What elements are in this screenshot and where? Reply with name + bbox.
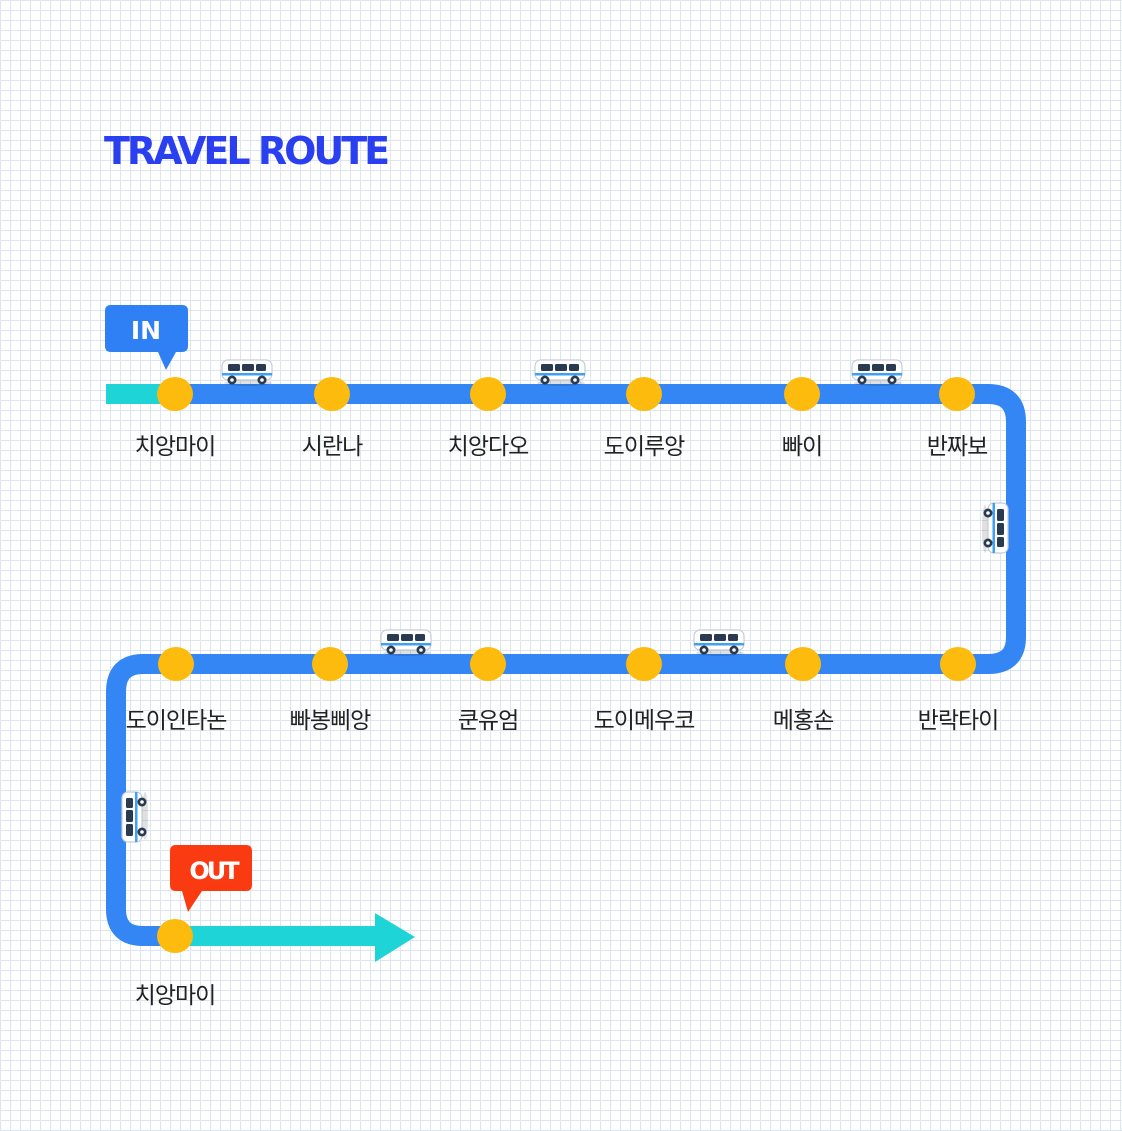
stop-label: 도이인타논 — [125, 708, 228, 734]
stop-marker — [626, 647, 662, 681]
page-title: TRAVEL ROUTE — [104, 129, 390, 173]
stop-label: 메홍손 — [772, 708, 834, 734]
van-icon — [221, 359, 273, 387]
stop-marker — [940, 647, 976, 681]
route-end-arrow — [375, 913, 415, 962]
stop-marker — [470, 377, 506, 411]
stop-label: 반락타이 — [917, 708, 1000, 734]
stop-marker — [939, 377, 975, 411]
stop-label: 도이메우코 — [593, 708, 696, 734]
in-badge: IN — [105, 305, 188, 370]
stop-label: 쿤유엄 — [457, 708, 519, 734]
stop-label: 치앙다오 — [447, 434, 530, 460]
van-icon — [121, 791, 149, 843]
in-badge-label: IN — [131, 316, 161, 345]
stop-marker — [784, 377, 820, 411]
stop-marker — [157, 919, 193, 953]
stop-marker — [312, 647, 348, 681]
van-icon — [380, 629, 432, 657]
stop-label: 빠이 — [781, 434, 823, 460]
van-icon — [851, 359, 903, 387]
stop-marker — [157, 377, 193, 411]
out-badge: OUT — [170, 845, 252, 912]
stop-label: 반짜보 — [926, 434, 988, 460]
stop-marker — [785, 647, 821, 681]
out-badge-label: OUT — [189, 857, 240, 885]
stop-marker — [626, 377, 662, 411]
van-icon — [693, 629, 745, 657]
stop-label: 치앙마이 — [134, 983, 217, 1009]
van-icon — [981, 502, 1009, 554]
stop-label: 도이루앙 — [603, 434, 686, 460]
route-line — [106, 384, 1026, 946]
stop-marker — [158, 647, 194, 681]
stop-label: 빠봉삐앙 — [289, 708, 372, 734]
van-icon — [534, 359, 586, 387]
stop-marker — [314, 377, 350, 411]
stop-label: 치앙마이 — [134, 434, 217, 460]
stop-marker — [470, 647, 506, 681]
stop-label: 시란나 — [301, 434, 363, 460]
